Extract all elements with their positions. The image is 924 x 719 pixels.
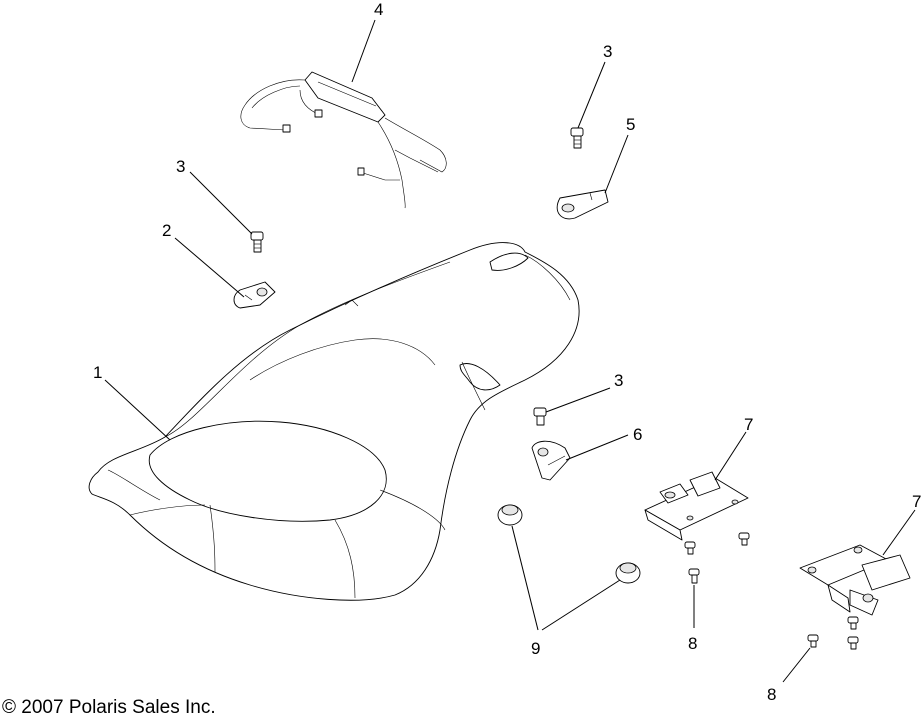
screw-part-3-top <box>570 127 584 149</box>
mount-plate-part-7-upper <box>644 471 749 541</box>
grommet-part-9-left <box>497 504 523 526</box>
copyright-text: © 2007 Polaris Sales Inc. <box>2 697 216 718</box>
grommet-part-9-right <box>615 562 641 584</box>
grab-handle-part-4 <box>240 71 447 209</box>
leader-lines <box>104 19 916 683</box>
callout-3-top: 3 <box>603 42 612 61</box>
callout-3-right: 3 <box>614 371 623 390</box>
bracket-part-5 <box>556 189 609 220</box>
bolt-part-8-e <box>807 634 819 648</box>
callout-6: 6 <box>633 425 642 444</box>
callout-1: 1 <box>93 363 102 382</box>
bolt-part-8-c <box>688 568 700 584</box>
bracket-part-2 <box>233 281 276 309</box>
callout-7-lower: 7 <box>912 492 921 511</box>
bolt-part-8-d <box>847 616 859 630</box>
bolt-part-8-f <box>847 636 859 650</box>
callout-2: 2 <box>162 221 171 240</box>
callout-4: 4 <box>374 0 383 19</box>
bolt-part-8-b <box>738 532 750 546</box>
bolt-part-8-a <box>684 541 696 555</box>
callout-9: 9 <box>531 639 540 658</box>
callout-8-bottom: 8 <box>767 685 776 704</box>
screw-part-3-right <box>533 407 547 426</box>
callout-7-upper: 7 <box>744 415 753 434</box>
mount-plate-part-7-lower <box>799 544 911 616</box>
callout-8-middle: 8 <box>688 634 697 653</box>
callout-labels: 4 3 5 3 2 1 3 6 7 7 9 8 8 <box>93 0 921 704</box>
callout-3-left: 3 <box>176 157 185 176</box>
callout-5: 5 <box>626 115 635 134</box>
seat-part-1 <box>88 242 580 601</box>
bracket-part-6 <box>531 440 571 481</box>
screw-part-3-left <box>250 231 264 253</box>
